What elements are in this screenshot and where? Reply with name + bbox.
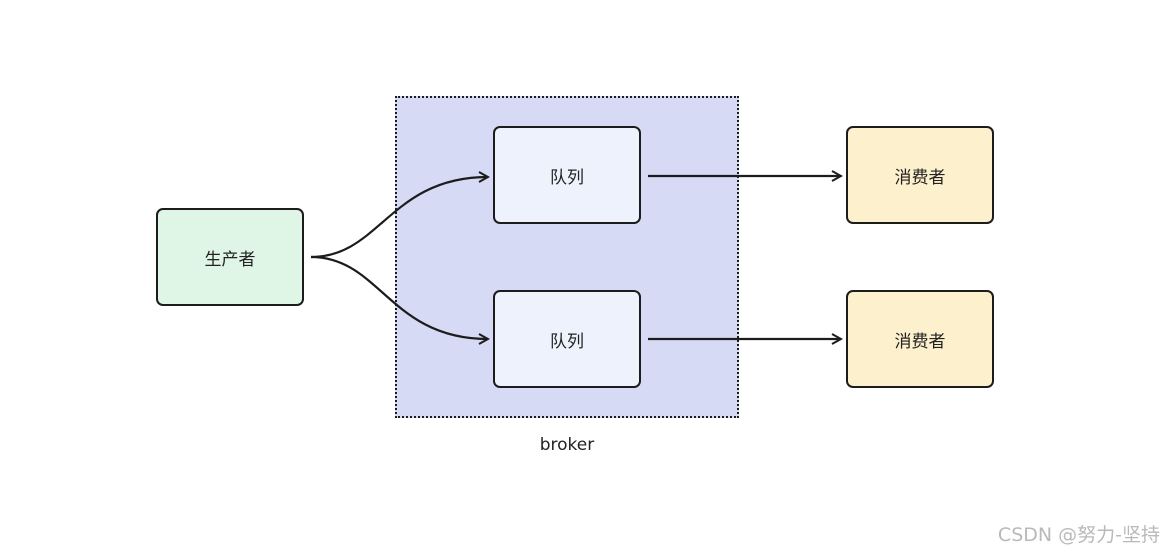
queue-label-2: 队列 xyxy=(550,331,584,352)
consumer-node-1: 消费者 xyxy=(846,126,994,224)
queue-label-1: 队列 xyxy=(550,167,584,188)
watermark-text: CSDN @努力-坚持 xyxy=(997,524,1160,546)
consumer-label-1: 消费者 xyxy=(894,167,946,188)
broker-label: broker xyxy=(539,435,595,455)
producer-label: 生产者 xyxy=(204,249,256,270)
consumer-node-2: 消费者 xyxy=(846,290,994,388)
producer-node: 生产者 xyxy=(156,208,304,306)
queue-node-1: 队列 xyxy=(493,126,641,224)
consumer-label-2: 消费者 xyxy=(894,331,946,352)
queue-node-2: 队列 xyxy=(493,290,641,388)
